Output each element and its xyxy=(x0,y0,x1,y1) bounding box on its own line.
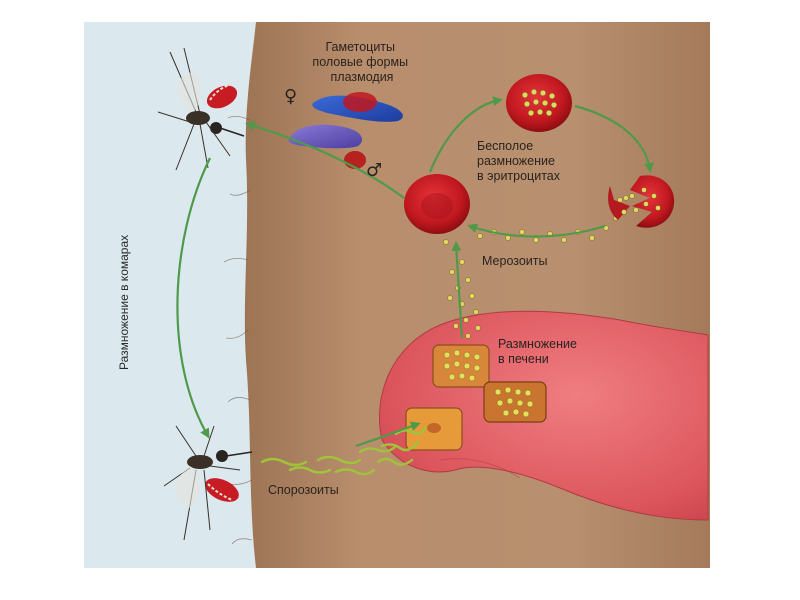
arrow-liver-to-blood xyxy=(451,241,464,339)
female-symbol: ♀ xyxy=(284,86,297,107)
label-asexual-reproduction: Бесполое размножение в эритроцитах xyxy=(477,139,561,183)
arrow-sporozoites-to-liver xyxy=(355,421,421,448)
skin-hairs xyxy=(223,116,253,545)
rbc-ruptured xyxy=(608,175,675,228)
cycle-arrows xyxy=(176,96,654,448)
label-asexual-line3: в эритроцитах xyxy=(477,169,561,183)
rbc-infected xyxy=(506,74,572,132)
label-asexual-line2: размножение xyxy=(477,154,555,168)
label-gametocytes-line1: Гаметоциты xyxy=(325,40,395,54)
liver-cell-3 xyxy=(405,407,463,451)
label-liver-reproduction: Размножение в печени xyxy=(498,337,580,366)
arrow-mosquito-cycle xyxy=(176,157,211,439)
male-symbol: ♂ xyxy=(366,160,382,181)
rbc-uninfected xyxy=(404,174,470,234)
arrow-rbc-to-infected xyxy=(428,96,503,173)
sporozoites xyxy=(260,426,428,476)
label-merozoites: Мерозоиты xyxy=(482,254,548,268)
liver-cell-2 xyxy=(483,381,547,423)
arrow-infected-to-ruptured xyxy=(574,104,654,173)
mosquito-top xyxy=(157,47,245,171)
gametocyte-female xyxy=(312,92,403,122)
label-liver-line1: Размножение xyxy=(498,337,577,351)
label-sporozoites: Спорозоиты xyxy=(268,483,339,497)
label-gametocytes-line2: половые формы xyxy=(312,55,408,69)
label-mosquito-cycle: Размножение в комарах xyxy=(117,235,131,370)
arrow-rbc-to-mosquito xyxy=(245,121,405,199)
sky-panel xyxy=(84,22,264,568)
liver-cell-1 xyxy=(432,344,490,388)
label-gametocytes: Гаметоциты половые формы плазмодия xyxy=(312,40,411,84)
label-gametocytes-line3: плазмодия xyxy=(331,70,394,84)
label-asexual-line1: Бесполое xyxy=(477,139,533,153)
mosquito-bottom xyxy=(163,425,253,541)
arrow-ruptured-to-rbc xyxy=(467,223,606,238)
label-liver-line2: в печени xyxy=(498,352,549,366)
